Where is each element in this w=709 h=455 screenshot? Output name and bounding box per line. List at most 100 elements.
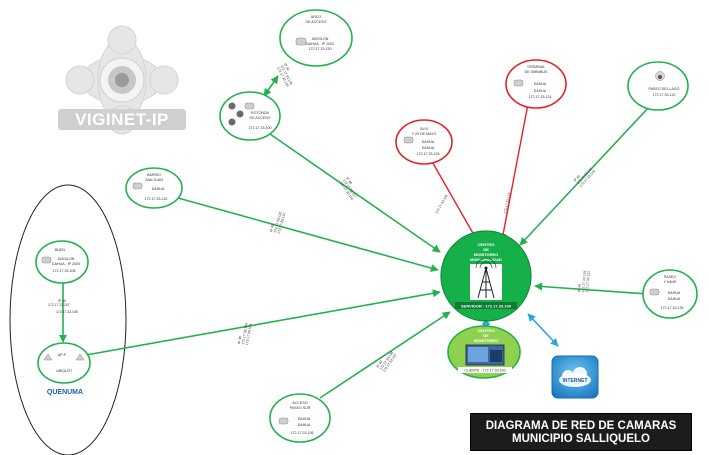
node-aven-line-4: 172.17.33.126 [417,152,440,156]
link-label-aven-0: 172.17.33.125 [434,194,448,215]
node-acceso-sur-line-3: DAHUA [298,423,311,427]
node-rotonda-line-1: DE ACCESO [250,116,271,120]
viginet-logo: VIGINET-IP [58,25,186,135]
node-bulevar[interactable]: PASEO Y NAVE DAHUA DAHUA 172.17.33.135 [642,269,698,319]
node-aven-line-3: DAHUA [422,146,435,150]
node-terminal[interactable]: TERMINAL DE OMNIBUS DAHUA DAHUA 172.17.3… [505,59,567,109]
node-quenuma-ap[interactable]: AP-F UBIQUITI [37,342,91,384]
link-paseo [519,105,651,246]
internet-node[interactable]: INTERNET [551,355,599,399]
node-acceso-sur[interactable]: ACCESO PASEO SUR DAHUA DAHUA 172.17.33.1… [269,393,331,443]
node-arco[interactable]: ARCO DE ACCESO AVIGILON DAHUA - IP 2000 … [279,9,353,67]
link-label-barrio-0: IP 40 [269,224,275,233]
node-bulevar-line-4: 172.17.33.135 [661,306,684,310]
node-arco-line-2: AVIGILON [312,37,329,41]
node-bulevar-line-3: DAHUA [668,297,681,301]
node-bulevar-line-1: Y NAVE [664,280,677,284]
links [59,75,651,399]
dome-camera-icon [228,102,255,126]
quenuma-group-label: QUENUMA [47,389,83,396]
hub-server-label: SERVIDOR - 172.17.33.100 [461,304,512,309]
link-label-rotonda-0: IP 40 [345,176,353,185]
node-barrio-san-juan[interactable]: BARRIO SAN JUAN DAHUA 172.17.33.132 [125,167,183,209]
node-acceso-sur-line-2: DAHUA [298,417,311,421]
link-label-bulevar-2: 172.17.33.133 [585,271,591,293]
link-label-barrio-1: 172.17.33.132 [273,211,283,233]
monitor-center-line-3: MONITOREO [474,338,499,343]
link-label-barrio-2: 172.17.33.131 [277,212,287,234]
camera-icon [132,182,143,190]
dome-camera-icon [655,71,665,81]
node-bulevar-line-2: DAHUA [668,291,681,295]
node-paseo[interactable]: PASEO DEL LAGO 172.17.33.122 [627,61,689,111]
node-rotonda-line-2: 172.17.33.100 [249,126,272,130]
link-label-quenuma-uplink-0: IP 40 [237,336,242,345]
link-acceso-sur [319,311,451,399]
node-quenuma-cam-line-0: BUEN [55,248,65,252]
node-arco-line-0: ARCO [311,15,322,19]
node-arco-line-1: DE ACCESO [306,20,327,24]
node-terminal-line-4: 172.17.33.124 [529,95,552,99]
link-label-arco-0: IP 40 [283,63,290,72]
hub-monitoring-center[interactable]: CENTRO DE MONITOREO MUNICIPALIDAD SERVID… [440,230,532,322]
client-monitoring-center[interactable]: CENTRO DE MONITOREO CLIENTE - 172.17.33.… [447,325,521,379]
node-quenuma-cam[interactable]: BUEN AVIGILON DAHUA - IP 2000 172.17.33.… [35,240,89,284]
node-barrio-line-3: 172.17.33.132 [145,197,168,201]
cloud-icon [559,367,591,387]
logo-text: VIGINET-IP [75,110,169,129]
quenuma-group-boundary [9,184,127,455]
link-arco [263,75,279,97]
monitor-center-line-2: DE [483,333,489,338]
link-bulevar [534,282,649,295]
hub-line-3: MONITOREO [474,252,499,257]
monitor-center-line-1: CENTRO [478,328,495,333]
node-barrio-line-0: BARRIO [147,173,161,177]
link-label-bulevar-1: 172.17.33.134 [581,270,587,292]
hub-line-4: MUNICIPALIDAD [470,257,502,262]
node-terminal-line-1: DE OMNIBUS [525,70,548,74]
node-acceso-sur-line-0: ACCESO [292,401,307,405]
node-paseo-line-1: 172.17.33.122 [653,93,676,97]
camera-icon [295,37,307,46]
node-aven[interactable]: AV.8 Y 25 DE MAYO DAHUA DAHUA 172.17.33.… [395,119,453,165]
node-aven-line-1: Y 25 DE MAYO [412,132,437,136]
node-terminal-line-3: DAHUA [534,89,547,93]
node-barrio-line-2: DAHUA [152,187,165,191]
node-acceso-sur-line-1: PASEO SUR [290,406,311,410]
node-aven-line-2: DAHUA [422,140,435,144]
link-label-quenuma-local-1: 172.17.33.107 [48,303,70,307]
link-label-quenuma-local-0: IP 40 [58,299,66,303]
node-rotonda-line-0: ROTONDA [251,111,270,115]
title-line-1: DIAGRAMA DE RED DE CAMARAS [485,420,677,432]
link-terminal [499,103,529,241]
node-barrio-line-1: SAN JUAN [145,178,163,182]
monitor-center-client-label: CLIENTE - 172.17.33.100 [464,369,505,373]
link-rotonda [269,133,441,253]
hub-line-2: DE [483,247,489,252]
link-label-quenuma-local-2: 172.17.33.108 [56,310,78,314]
camera-icon [513,79,524,87]
node-rotonda[interactable]: ROTONDA DE ACCESO 172.17.33.100 [219,91,281,141]
title-line-2: MUNICIPIO SALLIQUELO [512,433,650,445]
node-arco-line-3: DAHUA - IP 2000 [306,42,334,46]
link-label-acceso-sur-0: IP 40 [376,360,384,369]
camera-icon [41,256,52,264]
link-internet [527,313,559,347]
monitor-icon [465,344,505,366]
link-label-paseo-0: IP 40 [573,174,581,183]
node-paseo-line-0: PASEO DEL LAGO [649,87,680,91]
radio-tower-icon [470,257,502,300]
antenna-icon [43,353,85,361]
node-quenuma-cam-line-1: AVIGILON [58,257,75,261]
camera-icon [403,136,414,144]
hub-line-1: CENTRO [478,242,495,247]
link-label-quenuma-uplink-1: 172.17.33.104 [241,323,249,345]
node-terminal-line-0: TERMINAL [527,65,545,69]
node-quenuma-cam-line-2: DAHUA - IP 2000 [52,262,80,266]
node-bulevar-line-0: PASEO [664,275,676,279]
link-quenuma-uplink [85,289,441,356]
node-acceso-sur-line-4: 172.17.33.136 [291,431,314,435]
link-barrio-san-juan [177,197,439,272]
node-quenuma-ap-line-0: AP-F [58,353,67,357]
